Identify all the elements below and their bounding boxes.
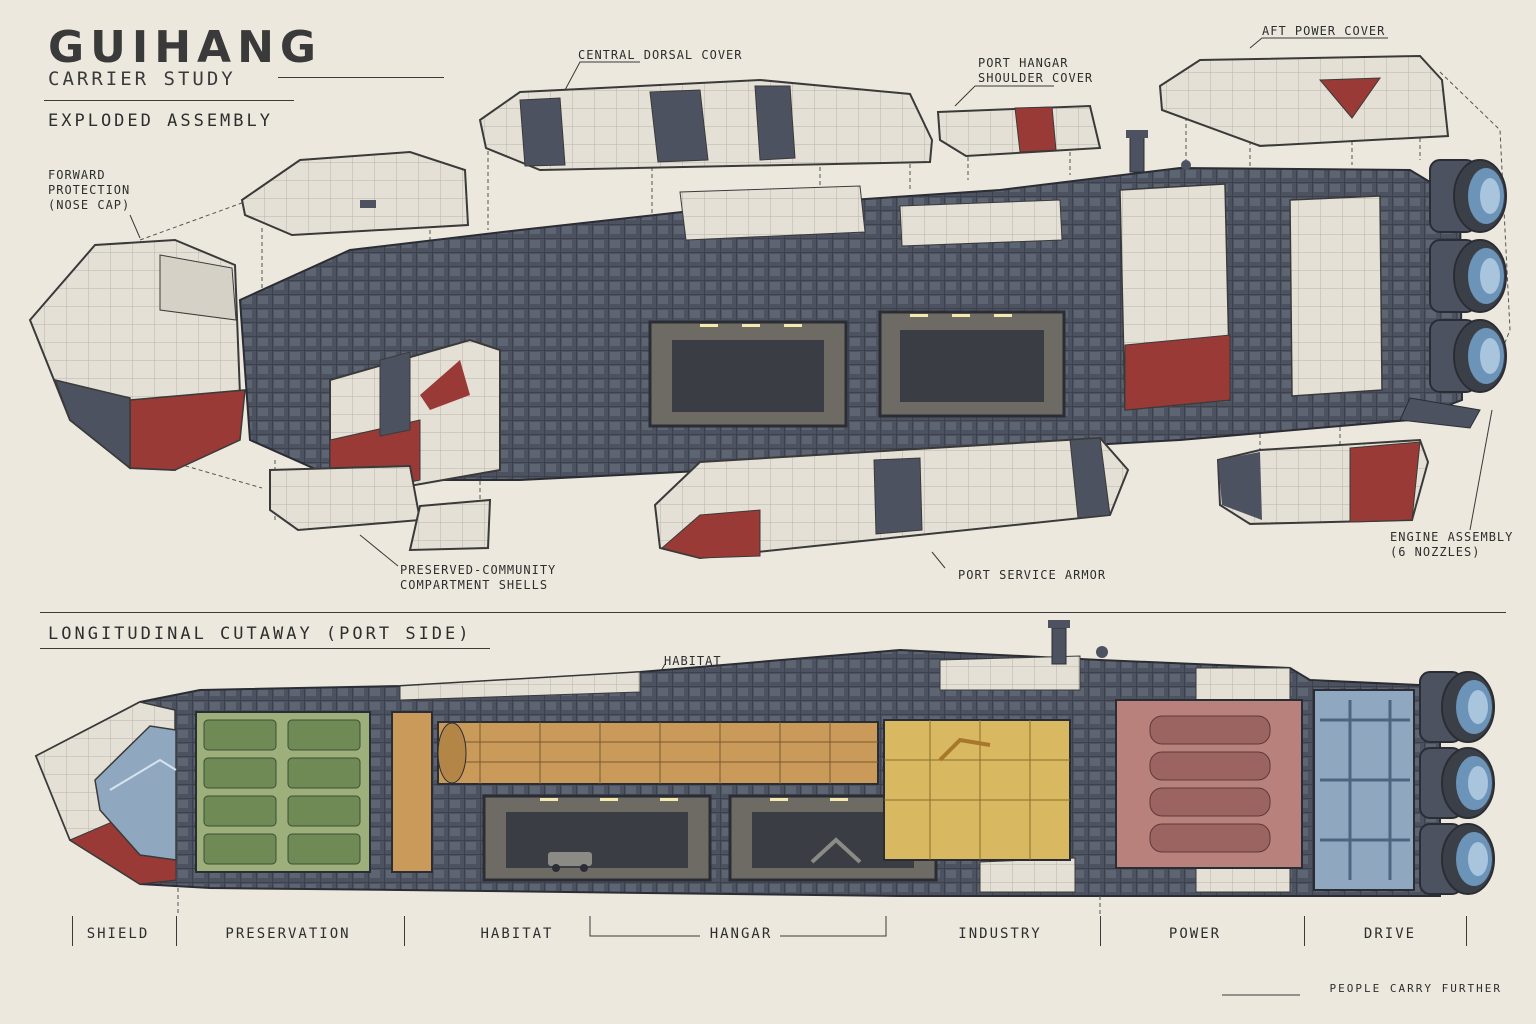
zone-label-drive: DRIVE <box>1363 926 1417 942</box>
section-divider <box>40 612 1506 613</box>
zone-power-section <box>1115 699 1303 869</box>
zone-tick <box>176 916 177 946</box>
callout-port-service-armor: PORT SERVICE ARMOR <box>958 568 1107 582</box>
section-heading-cutaway: LONGITUDINAL CUTAWAY (PORT SIDE) <box>48 624 472 644</box>
zone-boundary-lines <box>177 888 1101 916</box>
zone-label-power: POWER <box>1168 926 1222 942</box>
page-subtitle: CARRIER STUDY <box>48 68 236 90</box>
callout-engine-assembly: ENGINE ASSEMBLY (6 NOZZLES) <box>1390 530 1514 559</box>
cutaway-engine-nozzles <box>1419 671 1495 895</box>
callout-forward-protection: FORWARD PROTECTION (NOSE CAP) <box>48 168 131 212</box>
page-title: GUIHANG <box>48 22 323 73</box>
cutaway-heading-rule <box>40 648 490 649</box>
central-dorsal-cover <box>478 78 934 172</box>
exploded-engine-nozzles <box>1399 159 1507 429</box>
cutaway-tower <box>1048 620 1108 665</box>
section-heading-exploded: EXPLODED ASSEMBLY <box>48 111 273 131</box>
header-divider <box>44 100 294 101</box>
zone-habitat-section <box>391 711 879 873</box>
hangar-bracket <box>589 916 887 937</box>
callout-aft-power-cover: AFT POWER COVER <box>1262 24 1386 38</box>
zone-tick <box>1466 916 1467 946</box>
callout-habitat: HABITAT <box>664 654 722 668</box>
aft-ventral-armor <box>1216 438 1430 526</box>
zone-label-hangar: HANGAR <box>709 926 773 942</box>
zone-tick <box>1304 916 1305 946</box>
port-hangar-shoulder-cover <box>936 104 1102 158</box>
aft-power-cover <box>1158 54 1450 148</box>
zone-tick <box>72 916 73 946</box>
zone-label-preservation: PRESERVATION <box>225 926 351 942</box>
port-service-armor <box>653 436 1130 560</box>
zone-label-shield: SHIELD <box>86 926 150 942</box>
exploded-main-hull <box>238 130 1464 502</box>
footer-motto: PEOPLE CARRY FURTHER <box>1329 982 1502 995</box>
zone-drive-section <box>1313 689 1415 891</box>
zone-label-habitat: HABITAT <box>480 926 554 942</box>
nose-top-plate <box>240 150 470 237</box>
zone-tick <box>404 916 405 946</box>
callout-central-dorsal-cover: CENTRAL DORSAL COVER <box>578 48 743 62</box>
callout-compartment-shells: PRESERVED-COMMUNITY COMPARTMENT SHELLS <box>400 563 557 592</box>
nose-cap-component <box>28 238 246 472</box>
compartment-shell-plates <box>269 464 492 552</box>
zone-label-industry: INDUSTRY <box>958 926 1042 942</box>
subtitle-rule <box>278 77 444 78</box>
zone-tick <box>1100 916 1101 946</box>
zone-preservation-section <box>195 711 371 873</box>
callout-port-hangar-shoulder-cover: PORT HANGAR SHOULDER COVER <box>978 56 1094 85</box>
cutaway-hull <box>34 648 1441 897</box>
zone-industry-section <box>883 719 1071 861</box>
zone-hangar-section <box>482 794 938 882</box>
